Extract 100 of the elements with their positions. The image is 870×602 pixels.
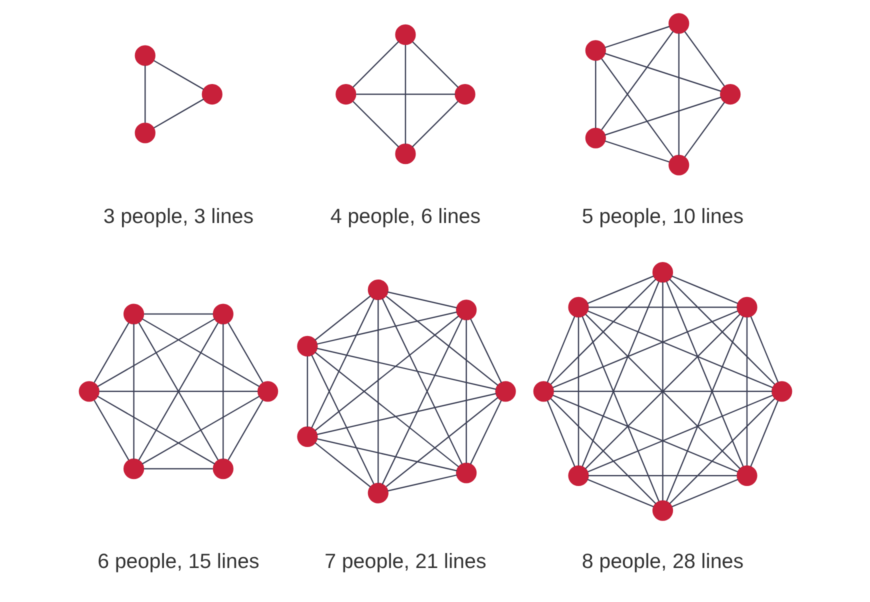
connector <box>604 140 670 163</box>
node-circle <box>568 296 588 318</box>
node-circle <box>256 381 278 402</box>
connector <box>546 316 575 383</box>
connector <box>604 96 721 136</box>
connector <box>684 31 724 86</box>
connector <box>381 298 462 464</box>
connector <box>316 348 496 390</box>
connector <box>671 478 738 508</box>
node-circle <box>652 262 673 283</box>
node-circle <box>367 482 388 504</box>
connector <box>750 316 778 383</box>
connector <box>587 310 772 388</box>
node-circle <box>720 84 740 105</box>
node-circle <box>394 24 416 46</box>
connector <box>352 100 399 148</box>
node-circle <box>134 45 155 66</box>
label: 5 people, 10 lines <box>581 204 744 228</box>
connector <box>412 41 458 88</box>
label: 4 people, 6 lines <box>330 204 480 228</box>
node-circle <box>122 304 144 324</box>
connector <box>668 398 775 504</box>
connector <box>678 33 679 156</box>
node-circle <box>456 462 476 484</box>
connector <box>594 60 596 128</box>
connector <box>153 98 204 128</box>
node-circle <box>212 458 233 480</box>
connector <box>314 296 370 341</box>
connector <box>132 324 134 460</box>
connector <box>581 316 659 502</box>
connector <box>666 316 744 502</box>
node-circle <box>668 13 689 34</box>
connector <box>552 394 738 472</box>
node-circle <box>134 122 155 144</box>
connector <box>604 52 721 92</box>
node-circle <box>652 500 673 521</box>
connector <box>668 278 775 385</box>
connector <box>746 316 748 466</box>
connector <box>310 298 374 428</box>
connector <box>227 322 263 383</box>
node-circle <box>296 336 318 357</box>
connector <box>586 478 654 508</box>
connector <box>227 400 263 460</box>
node-circle <box>296 426 318 447</box>
connector <box>600 58 674 158</box>
node-circle <box>568 465 588 486</box>
node-circle <box>394 144 416 164</box>
node-circle <box>367 280 388 300</box>
connector <box>222 324 224 460</box>
node-circle <box>494 381 516 402</box>
node-circle <box>532 381 554 402</box>
connector <box>581 281 659 467</box>
node-circle <box>771 381 792 402</box>
connector <box>550 278 656 385</box>
node-circle <box>584 40 606 61</box>
label: 8 people, 28 lines <box>581 550 744 574</box>
connector <box>356 94 455 95</box>
connector <box>143 468 212 470</box>
connector <box>93 400 129 460</box>
node-circle <box>335 84 356 105</box>
connector <box>588 475 736 476</box>
connector <box>387 474 457 492</box>
node-circle <box>668 154 689 176</box>
connector <box>385 296 498 386</box>
node-circle <box>201 84 222 105</box>
connector <box>552 310 738 388</box>
connector <box>98 390 258 392</box>
connector <box>352 41 399 88</box>
connector <box>577 316 579 466</box>
node-circle <box>736 465 757 486</box>
connector <box>586 276 654 304</box>
connector <box>470 318 502 383</box>
label: 6 people, 15 lines <box>97 550 259 574</box>
connector <box>314 352 459 468</box>
connector <box>314 316 459 432</box>
connector <box>316 438 456 472</box>
node-circle <box>736 296 757 318</box>
connector <box>404 44 406 144</box>
connector <box>550 398 656 504</box>
connector <box>141 318 260 388</box>
node-circle <box>584 128 606 148</box>
connector <box>316 312 456 345</box>
connector <box>153 60 204 90</box>
connector <box>144 313 212 315</box>
connector <box>750 400 778 467</box>
node-circle <box>456 300 476 320</box>
connector <box>553 390 772 392</box>
label: 3 people, 3 lines <box>102 204 254 228</box>
connector <box>666 281 744 467</box>
connector <box>386 291 456 308</box>
node-circle <box>454 84 475 105</box>
connector <box>93 322 129 383</box>
connector <box>662 282 663 501</box>
connector <box>377 300 378 484</box>
connector <box>684 102 724 158</box>
connector <box>96 396 215 464</box>
connector <box>385 397 498 488</box>
connector <box>96 318 215 388</box>
connector <box>469 400 502 464</box>
connector <box>141 396 260 464</box>
